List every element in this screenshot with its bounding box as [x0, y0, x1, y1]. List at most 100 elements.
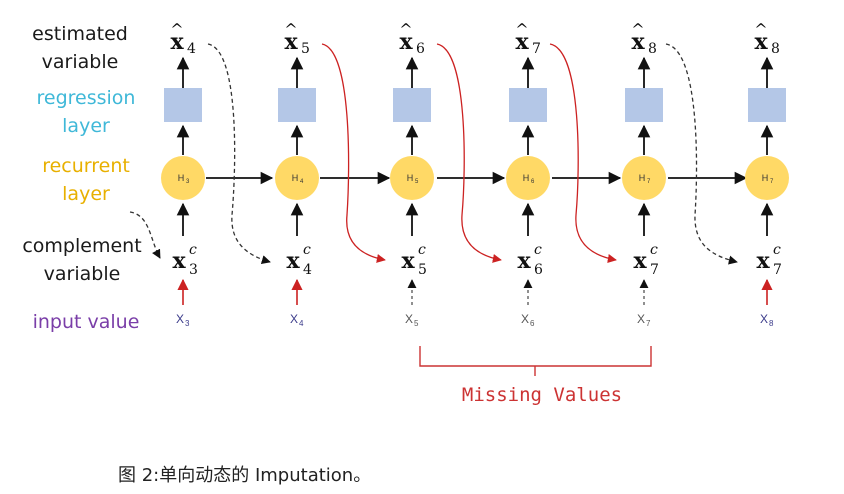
complement-label-line2: variable: [44, 263, 121, 285]
input-label: X: [290, 312, 298, 326]
missing-values-bracket: Missing Values: [419, 346, 652, 406]
estimate-subscript: 7: [532, 41, 541, 57]
input-label: X: [521, 312, 529, 326]
input-subscript: 3: [185, 319, 190, 328]
hat-mark: ^: [754, 20, 767, 39]
estimate-subscript: 8: [648, 41, 657, 57]
hidden-node-label: H: [523, 173, 530, 183]
complement-superscript: c: [418, 242, 426, 258]
estimate-label: x: [284, 29, 298, 55]
hidden-node: [745, 156, 789, 200]
regression-box: [278, 88, 316, 122]
complement-subscript: 7: [650, 262, 659, 278]
regression-box: [164, 88, 202, 122]
estimate-label: x: [170, 29, 184, 55]
complement-subscript: 7: [773, 262, 782, 278]
feedback-arrow-x4: [207, 43, 271, 265]
hat-mark: ^: [631, 20, 644, 39]
hidden-node-subscript: 7: [770, 179, 774, 185]
input-subscript: 6: [530, 319, 535, 328]
feedback-arrow-x6: [436, 43, 502, 263]
feedback-arrow-x5: [321, 43, 386, 263]
hat-mark: ^: [284, 20, 297, 39]
hidden-node: [622, 156, 666, 200]
input-label: X: [176, 312, 184, 326]
hidden-node-label: H: [762, 173, 769, 183]
complement-label: x: [517, 248, 531, 274]
hidden-node-label: H: [407, 173, 414, 183]
missing-values-label: Missing Values: [462, 384, 622, 406]
input-label: X: [760, 312, 768, 326]
bracket-line: [419, 346, 652, 376]
input-subscript: 7: [646, 319, 651, 328]
regression-label-line1: regression: [37, 87, 136, 109]
complement-label: x: [286, 248, 300, 274]
figure-caption: 图 2:单向动态的 Imputation。: [118, 465, 372, 486]
complement-label: x: [172, 248, 186, 274]
hidden-node: [275, 156, 319, 200]
estimate-subscript: 6: [416, 41, 425, 57]
complement-subscript: 4: [303, 262, 312, 278]
hidden-node-subscript: 5: [415, 179, 419, 185]
regression-box: [625, 88, 663, 122]
input-subscript: 8: [769, 319, 774, 328]
complement-label: x: [756, 248, 770, 274]
estimate-subscript: 5: [301, 41, 310, 57]
regression-label-line2: layer: [62, 115, 110, 137]
hat-mark: ^: [399, 20, 412, 39]
hidden-node-subscript: 7: [647, 179, 651, 185]
regression-box: [509, 88, 547, 122]
complement-superscript: c: [773, 242, 781, 258]
feedback-arrow-initial: [129, 211, 161, 259]
complement-superscript: c: [650, 242, 658, 258]
complement-superscript: c: [534, 242, 542, 258]
feedback-arrow-x8: [665, 43, 738, 265]
input-value-label: input value: [33, 311, 140, 333]
complement-label: x: [401, 248, 415, 274]
estimate-label: x: [754, 29, 768, 55]
input-label: X: [405, 312, 413, 326]
complement-superscript: c: [303, 242, 311, 258]
input-subscript: 4: [299, 319, 304, 328]
hidden-node: [506, 156, 550, 200]
complement-subscript: 3: [189, 262, 198, 278]
complement-label: x: [633, 248, 647, 274]
complement-subscript: 6: [534, 262, 543, 278]
regression-box: [393, 88, 431, 122]
estimate-subscript: 4: [187, 41, 196, 57]
input-subscript: 5: [414, 319, 419, 328]
feedback-arrows: [129, 43, 738, 265]
complement-subscript: 5: [418, 262, 427, 278]
row-labels: estimated variable regression layer recu…: [22, 23, 141, 333]
regression-box: [748, 88, 786, 122]
hidden-node-subscript: 3: [186, 179, 190, 185]
hidden-node-subscript: 6: [531, 179, 535, 185]
hat-mark: ^: [515, 20, 528, 39]
estimate-label: x: [515, 29, 529, 55]
hidden-node-subscript: 4: [300, 179, 304, 185]
recurrent-label-line2: layer: [62, 183, 110, 205]
recurrent-label-line1: recurrent: [42, 155, 130, 177]
estimated-label-line2: variable: [42, 51, 119, 73]
estimate-label: x: [631, 29, 645, 55]
feedback-arrow-x7: [549, 43, 617, 264]
hidden-node-label: H: [292, 173, 299, 183]
hidden-node: [161, 156, 205, 200]
estimate-label: x: [399, 29, 413, 55]
estimated-label-line1: estimated: [32, 23, 128, 45]
complement-superscript: c: [189, 242, 197, 258]
estimate-subscript: 8: [771, 41, 780, 57]
hat-mark: ^: [170, 20, 183, 39]
hidden-node-label: H: [178, 173, 185, 183]
hidden-node: [390, 156, 434, 200]
complement-label-line1: complement: [22, 235, 141, 257]
input-label: X: [637, 312, 645, 326]
